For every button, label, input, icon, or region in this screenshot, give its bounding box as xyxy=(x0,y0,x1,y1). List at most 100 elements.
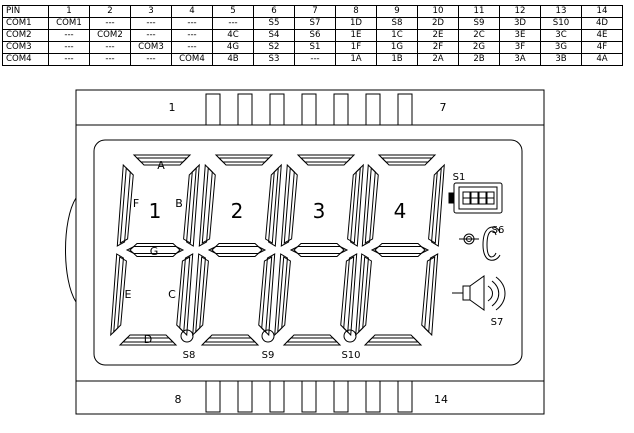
lcd-outer-frame xyxy=(75,89,545,415)
segment-f xyxy=(364,166,379,244)
pin-table-cell: 4B xyxy=(212,53,254,66)
top-pin xyxy=(397,93,413,126)
segment-e xyxy=(358,256,372,334)
segment-c xyxy=(176,256,191,334)
decimal-point-s10 xyxy=(343,329,357,343)
lcd-frame xyxy=(65,89,545,415)
symbol-label-s7: S7 xyxy=(491,317,504,328)
segment-a xyxy=(135,157,189,166)
top-pin xyxy=(301,93,317,126)
decimal-point-s9 xyxy=(261,329,275,343)
bottom-pin xyxy=(205,380,221,413)
segment-label-d: D xyxy=(144,333,152,346)
segment-c xyxy=(340,256,355,334)
segment-g xyxy=(289,246,349,254)
digit-number-3: 3 xyxy=(313,199,326,223)
segment-g xyxy=(207,246,267,254)
pin-label-top-right: 7 xyxy=(440,101,447,114)
bottom-pin xyxy=(237,380,253,413)
pin-label-bottom-right: 14 xyxy=(434,393,448,406)
seven-segment-digits xyxy=(110,154,445,346)
segment-g xyxy=(129,243,181,257)
segment-a xyxy=(380,157,434,166)
digit-1 xyxy=(110,154,200,346)
segment-d xyxy=(366,334,420,343)
segment-label-g: G xyxy=(150,245,159,258)
segment-b xyxy=(183,166,197,244)
segment-d xyxy=(121,334,175,343)
lcd-viewing-area xyxy=(93,139,523,366)
top-pin xyxy=(333,93,349,126)
pin-table-row-label: COM4 xyxy=(2,53,49,66)
digit-3 xyxy=(274,154,364,346)
segment-g xyxy=(293,243,345,257)
segment-c xyxy=(421,256,436,334)
symbol-label-s10: S10 xyxy=(341,350,360,361)
segment-f xyxy=(119,166,134,244)
segment-g xyxy=(374,243,426,257)
digit-number-2: 2 xyxy=(231,199,244,223)
segment-label-a: A xyxy=(157,159,165,172)
bottom-pin xyxy=(301,380,317,413)
bottom-pins xyxy=(205,380,413,413)
segment-f xyxy=(283,166,298,244)
pin-table-cell: --- xyxy=(294,53,336,66)
pin-table-cell: --- xyxy=(48,53,90,66)
segment-e xyxy=(277,256,291,334)
pin-table-cell: 4A xyxy=(581,53,623,66)
segment-label-e: E xyxy=(125,288,132,301)
segment-e xyxy=(195,256,209,334)
pin-table-cell: COM4 xyxy=(171,53,213,66)
segment-g xyxy=(370,246,430,254)
symbol-label-s6: S6 xyxy=(492,225,505,236)
segment-b xyxy=(347,166,361,244)
segment-b xyxy=(265,166,279,244)
segment-g xyxy=(211,243,263,257)
pin-label-top-left: 1 xyxy=(169,101,176,114)
celsius-icon xyxy=(459,226,501,261)
bottom-pin xyxy=(333,380,349,413)
pin-table-cell: 2A xyxy=(417,53,459,66)
pin-table-cell: 3B xyxy=(540,53,582,66)
digit-number-4: 4 xyxy=(394,199,407,223)
symbol-label-s1: S1 xyxy=(453,172,466,183)
segment-d xyxy=(203,334,257,343)
top-pin xyxy=(365,93,381,126)
left-side-tab xyxy=(65,197,77,303)
segment-label-c: C xyxy=(168,288,176,301)
segment-c xyxy=(258,256,273,334)
top-pin xyxy=(269,93,285,126)
decimal-point-s8 xyxy=(180,329,194,343)
symbol-label-s8: S8 xyxy=(183,350,196,361)
segment-e xyxy=(113,256,127,334)
battery-icon xyxy=(448,182,503,214)
digit-number-1: 1 xyxy=(149,199,162,223)
speaker-icon xyxy=(452,275,506,311)
segment-a xyxy=(299,157,353,166)
segment-a xyxy=(217,157,271,166)
pin-table-cell: 2B xyxy=(458,53,500,66)
segment-d xyxy=(285,334,339,343)
segment-b xyxy=(428,166,442,244)
pin-table-cell: 1B xyxy=(376,53,418,66)
digit-4 xyxy=(355,154,445,346)
top-pin xyxy=(237,93,253,126)
segment-label-f: F xyxy=(133,197,139,210)
top-pin xyxy=(205,93,221,126)
decimal-points xyxy=(180,329,357,343)
bottom-pin xyxy=(365,380,381,413)
bottom-pin xyxy=(397,380,413,413)
segment-f xyxy=(201,166,216,244)
top-pins xyxy=(205,93,413,126)
segment-label-b: B xyxy=(175,197,183,210)
digit-2 xyxy=(192,154,282,346)
pin-label-bottom-left: 8 xyxy=(175,393,182,406)
bottom-pin xyxy=(269,380,285,413)
pin-table-cell: --- xyxy=(130,53,172,66)
